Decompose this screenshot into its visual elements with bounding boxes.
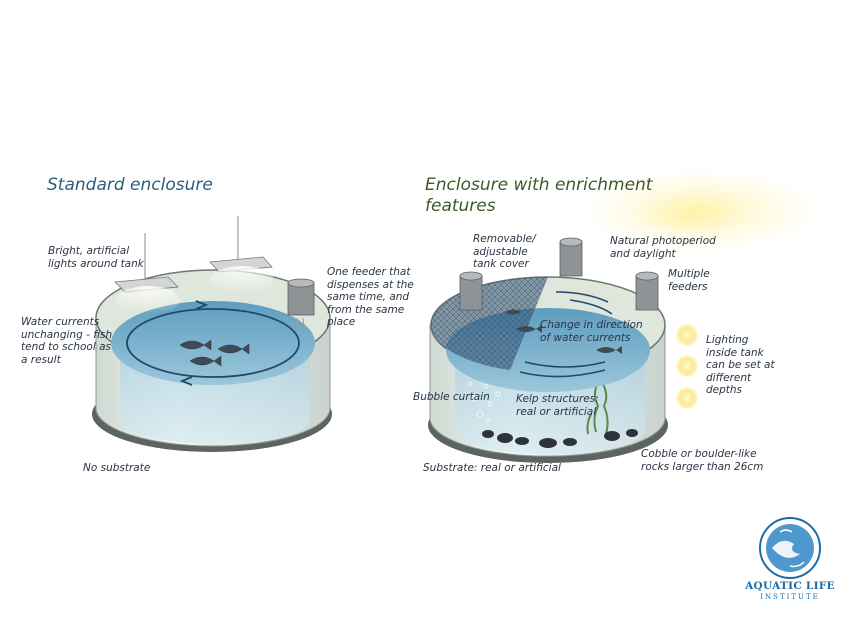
label-line: inside tank	[706, 346, 764, 359]
label-line: dispenses at the	[327, 278, 414, 291]
label-line: Water currents	[21, 316, 100, 328]
lighting-bulb-middle	[676, 355, 698, 377]
cobble-rocks	[482, 429, 638, 448]
standard-light-glow-right	[210, 266, 274, 294]
label-multiple-feeders: Multiple feeders	[668, 268, 710, 293]
lighting-bulb-top	[676, 324, 698, 346]
standard-fish-school	[179, 339, 250, 367]
label-line: One feeder that	[327, 266, 411, 278]
label-lighting-depths: Lighting inside tank can be set at diffe…	[706, 334, 775, 397]
label-line: Natural photoperiod	[610, 235, 716, 247]
standard-current-arrow-top	[195, 300, 209, 310]
label-line: tank cover	[473, 258, 529, 270]
label-line: feeders	[668, 280, 708, 293]
label-line: Cobble or boulder-like	[641, 448, 757, 460]
lighting-bulb-bottom	[676, 387, 698, 409]
enriched-fish	[505, 309, 622, 354]
label-line: Bright, artificial	[48, 245, 130, 257]
label-line: and daylight	[610, 247, 676, 260]
feeder-left	[459, 271, 483, 311]
current-arrow-4	[519, 369, 606, 378]
label-line: rocks larger than 26cm	[641, 460, 764, 473]
label-line: of water currents	[540, 331, 631, 344]
label-line: a result	[21, 353, 61, 366]
standard-current-arrow-bottom	[179, 376, 193, 386]
label-cobble-rocks: Cobble or boulder-like rocks larger than…	[641, 448, 763, 473]
label-line: tend to school as	[21, 341, 112, 353]
label-kelp-structures: Kelp structures: real or artificial	[516, 393, 599, 418]
logo-subtitle: INSTITUTE	[760, 593, 820, 601]
label-natural-daylight: Natural photoperiod and daylight	[610, 235, 716, 260]
feeder-top	[559, 237, 583, 277]
logo-name: AQUATIC LIFE	[745, 580, 835, 592]
feeder-right	[635, 271, 659, 311]
label-line: adjustable	[473, 245, 528, 258]
current-arrow-1	[569, 299, 613, 315]
label-line: Kelp structures:	[516, 393, 599, 405]
label-line: depths	[706, 384, 743, 396]
label-line: can be set at	[706, 359, 775, 371]
label-line: place	[327, 316, 356, 328]
standard-feeder	[287, 278, 315, 330]
label-line: same time, and	[327, 291, 410, 303]
daylight-glow-core	[630, 193, 750, 237]
standard-current-loop	[126, 308, 300, 378]
current-arrow-3	[524, 361, 606, 368]
label-line: Lighting	[706, 334, 749, 346]
label-bright-lights: Bright, artificial lights around tank	[48, 245, 144, 270]
standard-light-glow-left	[116, 286, 180, 314]
enriched-tank	[428, 168, 820, 463]
label-one-feeder: One feeder that dispenses at the same ti…	[327, 266, 414, 329]
current-arrow-2	[555, 291, 609, 303]
label-line: from the same	[327, 303, 405, 316]
aquatic-life-logo-emblem	[759, 517, 821, 579]
label-line: different	[706, 371, 752, 384]
label-line: unchanging - fish	[21, 328, 113, 341]
label-tank-cover: Removable/ adjustable tank cover	[473, 233, 536, 271]
standard-tank-water-surface	[111, 301, 315, 385]
title-enriched-line2: features	[425, 196, 496, 216]
standard-tank	[92, 216, 332, 452]
label-line: Change in direction	[540, 319, 643, 331]
label-substrate-real: Substrate: real or artificial	[423, 462, 561, 474]
label-line: Removable/	[473, 233, 536, 245]
label-line: lights around tank	[48, 257, 144, 270]
title-enriched-enclosure: Enclosure with enrichment features	[425, 175, 652, 217]
title-standard-enclosure: Standard enclosure	[47, 175, 213, 195]
label-no-substrate: No substrate	[83, 462, 151, 474]
label-current-direction: Change in direction of water currents	[540, 319, 643, 344]
label-line: Multiple	[668, 268, 710, 280]
label-water-currents: Water currents unchanging - fish tend to…	[21, 316, 112, 366]
label-bubble-curtain: Bubble curtain	[413, 391, 490, 403]
title-enriched-line1: Enclosure with enrichment	[425, 175, 653, 195]
label-line: real or artificial	[516, 405, 597, 418]
